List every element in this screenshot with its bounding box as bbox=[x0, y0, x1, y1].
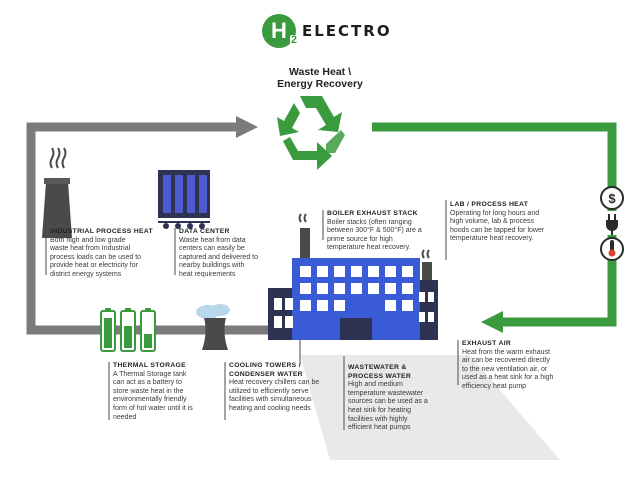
plug-icon bbox=[602, 211, 622, 235]
wastewater-line: efficient heat pumps bbox=[348, 424, 411, 432]
factory-window bbox=[334, 300, 345, 311]
datacenter-heading: DATA CENTER bbox=[179, 228, 230, 235]
factory-window bbox=[368, 283, 379, 294]
factory-window bbox=[317, 283, 328, 294]
industrial-line: district energy systems bbox=[50, 270, 122, 278]
thermal-heading: THERMAL STORAGE bbox=[113, 362, 186, 369]
callout-lines bbox=[45, 200, 459, 430]
factory-window bbox=[300, 283, 311, 294]
boiler-exhaust-stack-note: BOILER EXHAUST STACK Boiler stacks (ofte… bbox=[327, 210, 439, 253]
factory-window bbox=[317, 300, 328, 311]
ground-shadow bbox=[300, 355, 560, 460]
wastewater-note: WASTEWATER & PROCESS WATER High and medi… bbox=[348, 364, 448, 433]
title-line-2: Energy Recovery bbox=[277, 78, 363, 90]
factory-window bbox=[300, 300, 311, 311]
thermal-line: A Thermal Storage tank bbox=[113, 370, 187, 378]
wastewater-line: facilities with highly bbox=[348, 415, 408, 423]
industrial-line: waste heat from Industrial bbox=[50, 245, 131, 253]
boiler-line: prime source for high bbox=[327, 235, 393, 243]
boiler-line: temperature heat recovery. bbox=[327, 244, 411, 252]
recycle-icon bbox=[277, 96, 345, 170]
factory-window bbox=[334, 283, 345, 294]
datacenter-line: Waste heat from data bbox=[179, 236, 246, 244]
wastewater-line: sources can be used as a bbox=[348, 398, 428, 406]
datacenter-line: nearby buildings with bbox=[179, 262, 245, 270]
factory-window bbox=[351, 266, 362, 277]
factory-window bbox=[300, 266, 311, 277]
logo-mark-sub: 2 bbox=[289, 34, 298, 46]
industrial-process-heat-note: INDUSTRIAL PROCESS HEAT Both high and lo… bbox=[50, 228, 162, 280]
lab-line: Operating for long hours and bbox=[450, 209, 540, 217]
thermal-line: can act as a battery to bbox=[113, 379, 182, 387]
boiler-heading: BOILER EXHAUST STACK bbox=[327, 210, 418, 217]
svg-text:$: $ bbox=[608, 191, 616, 206]
exhaust-line: used as a heat sink for a high bbox=[462, 374, 554, 382]
cooling-towers-note: COOLING TOWERS / CONDENSER WATER Heat re… bbox=[229, 362, 341, 414]
chimney-icon bbox=[42, 147, 72, 238]
cooling-tower-icon bbox=[196, 304, 230, 350]
exhaust-line: air can be recovered directly bbox=[462, 357, 550, 365]
wastewater-line: High and medium bbox=[348, 381, 403, 389]
exhaust-air-note: EXHAUST AIR Heat from the warm exhaust a… bbox=[462, 340, 578, 392]
cooling-line: utilized to efficiently serve bbox=[229, 387, 309, 395]
thermometer-icon bbox=[600, 237, 624, 261]
boiler-line: Boiler stacks (often ranging bbox=[327, 218, 412, 226]
lab-line: temperature heat recovery. bbox=[450, 235, 534, 243]
lab-line: hoods can be tapped for lower bbox=[450, 226, 545, 234]
exhaust-heading: EXHAUST AIR bbox=[462, 340, 512, 347]
factory-icon bbox=[268, 213, 438, 340]
lab-process-heat-note: LAB / PROCESS HEAT Operating for long ho… bbox=[450, 201, 568, 244]
cooling-heading: COOLING TOWERS / bbox=[229, 362, 301, 369]
wastewater-line: temperature wastewater bbox=[348, 389, 424, 397]
industrial-line: provide heat or electricity for bbox=[50, 262, 138, 270]
datacenter-line: heat requirements bbox=[179, 270, 236, 278]
exhaust-line: to the new ventilation air, or bbox=[462, 365, 548, 373]
exhaust-line: efficiency heat pump bbox=[462, 382, 527, 390]
factory-window bbox=[402, 300, 413, 311]
wastewater-line: heat sink for heating bbox=[348, 406, 412, 414]
cooling-line: facilities with simultaneous bbox=[229, 396, 312, 404]
lab-line: high volume, lab & process bbox=[450, 218, 535, 226]
factory-window bbox=[385, 266, 396, 277]
cooling-line: Heat recovery chillers can be bbox=[229, 379, 320, 387]
dollar-icon: $ bbox=[600, 186, 624, 210]
industrial-line: process loads can be used to bbox=[50, 253, 142, 261]
thermal-storage-note: THERMAL STORAGE A Thermal Storage tank c… bbox=[113, 362, 217, 422]
data-center-note: DATA CENTER Waste heat from data centers… bbox=[179, 228, 271, 280]
factory-window bbox=[334, 266, 345, 277]
wastewater-heading: WASTEWATER & bbox=[348, 364, 407, 371]
factory-window bbox=[368, 266, 379, 277]
factory-window bbox=[351, 283, 362, 294]
factory-window bbox=[317, 266, 328, 277]
cooling-heading-2: CONDENSER WATER bbox=[229, 370, 303, 378]
battery-icon bbox=[100, 308, 156, 352]
wastewater-heading-2: PROCESS WATER bbox=[348, 372, 412, 380]
factory-window bbox=[385, 300, 396, 311]
diagram-title: Waste Heat \ Energy Recovery bbox=[270, 66, 370, 90]
green-arrow-head bbox=[481, 311, 503, 333]
logo-mark-letter: H bbox=[271, 18, 287, 43]
cooling-line: heating and cooling needs bbox=[229, 404, 311, 412]
logo-text: ELECTRO bbox=[302, 22, 392, 40]
thermal-line: store waste heat in the bbox=[113, 387, 184, 395]
datacenter-line: centers can easily be bbox=[179, 245, 245, 253]
gray-arrow-head bbox=[236, 116, 258, 138]
thermal-line: form of hot water until it is bbox=[113, 404, 193, 412]
thermal-line: environmentally friendly bbox=[113, 396, 187, 404]
thermal-line: needed bbox=[113, 413, 137, 421]
datacenter-line: captured and delivered to bbox=[179, 253, 258, 261]
boiler-line: between 300°F & 500°F) are a bbox=[327, 227, 422, 235]
server-rack-icon bbox=[158, 170, 210, 229]
title-line-1: Waste Heat \ bbox=[288, 66, 352, 78]
industrial-line: Both high and low grade bbox=[50, 236, 126, 244]
factory-window bbox=[385, 283, 396, 294]
lab-heading: LAB / PROCESS HEAT bbox=[450, 201, 529, 208]
factory-window bbox=[402, 283, 413, 294]
industrial-heading: INDUSTRIAL PROCESS HEAT bbox=[50, 228, 153, 235]
exhaust-line: Heat from the warm exhaust bbox=[462, 348, 550, 356]
factory-window bbox=[402, 266, 413, 277]
